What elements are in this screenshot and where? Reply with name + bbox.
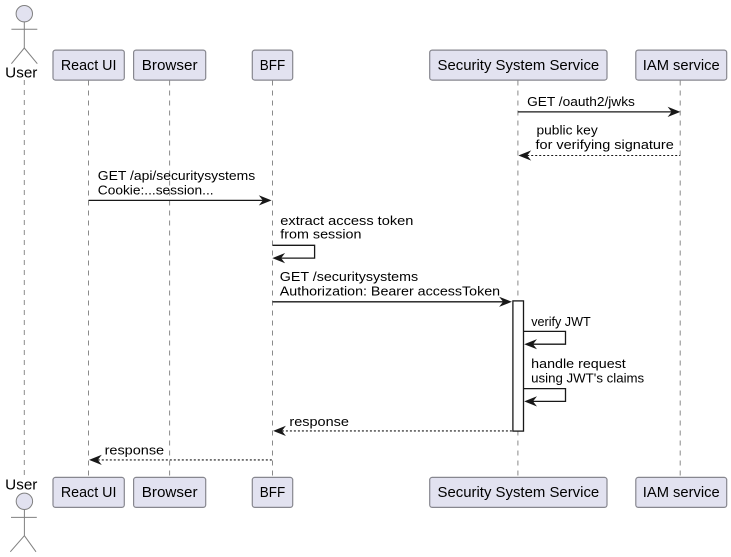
svg-text:React UI: React UI xyxy=(61,484,117,501)
svg-text:from session: from session xyxy=(280,227,361,242)
svg-text:GET /oauth2/jwks: GET /oauth2/jwks xyxy=(527,94,635,109)
svg-text:IAM service: IAM service xyxy=(643,57,720,74)
svg-text:for verifying signature: for verifying signature xyxy=(536,137,674,152)
svg-text:verify JWT: verify JWT xyxy=(531,314,591,329)
svg-text:Security System Service: Security System Service xyxy=(438,57,600,74)
svg-text:Browser: Browser xyxy=(142,57,198,74)
svg-text:BFF: BFF xyxy=(260,57,285,74)
svg-text:React UI: React UI xyxy=(61,57,117,74)
svg-text:response: response xyxy=(289,414,349,429)
svg-text:response: response xyxy=(105,443,165,458)
svg-text:Cookie:...session...: Cookie:...session... xyxy=(98,183,214,198)
svg-text:using JWT's claims: using JWT's claims xyxy=(531,371,644,386)
svg-text:Authorization: Bearer accessTo: Authorization: Bearer accessToken xyxy=(280,283,500,298)
svg-text:GET /securitysystems: GET /securitysystems xyxy=(280,269,419,284)
svg-text:Browser: Browser xyxy=(142,484,198,501)
svg-text:IAM service: IAM service xyxy=(643,484,720,501)
svg-text:User: User xyxy=(5,65,37,82)
svg-text:public key: public key xyxy=(537,122,599,137)
svg-text:extract access token: extract access token xyxy=(280,213,413,228)
svg-text:GET /api/securitysystems: GET /api/securitysystems xyxy=(98,168,256,183)
svg-text:BFF: BFF xyxy=(260,484,285,501)
svg-text:handle request: handle request xyxy=(531,356,626,371)
svg-text:User: User xyxy=(5,477,37,494)
svg-text:Security System Service: Security System Service xyxy=(438,484,600,501)
